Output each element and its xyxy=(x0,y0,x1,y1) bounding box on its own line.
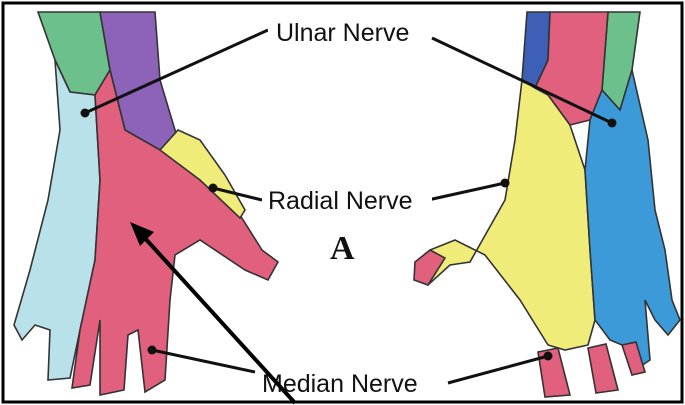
median-dot-right xyxy=(544,352,553,361)
radial-label: Radial Nerve xyxy=(268,187,413,215)
radial-dot-right xyxy=(501,179,510,188)
ulnar-dot-right xyxy=(608,119,617,128)
ulnar-label: Ulnar Nerve xyxy=(276,19,409,47)
ulnar-dot-left xyxy=(81,109,90,118)
marker-label: A xyxy=(330,230,355,267)
radial-dot-left xyxy=(209,184,218,193)
median-dot-left xyxy=(148,346,157,355)
